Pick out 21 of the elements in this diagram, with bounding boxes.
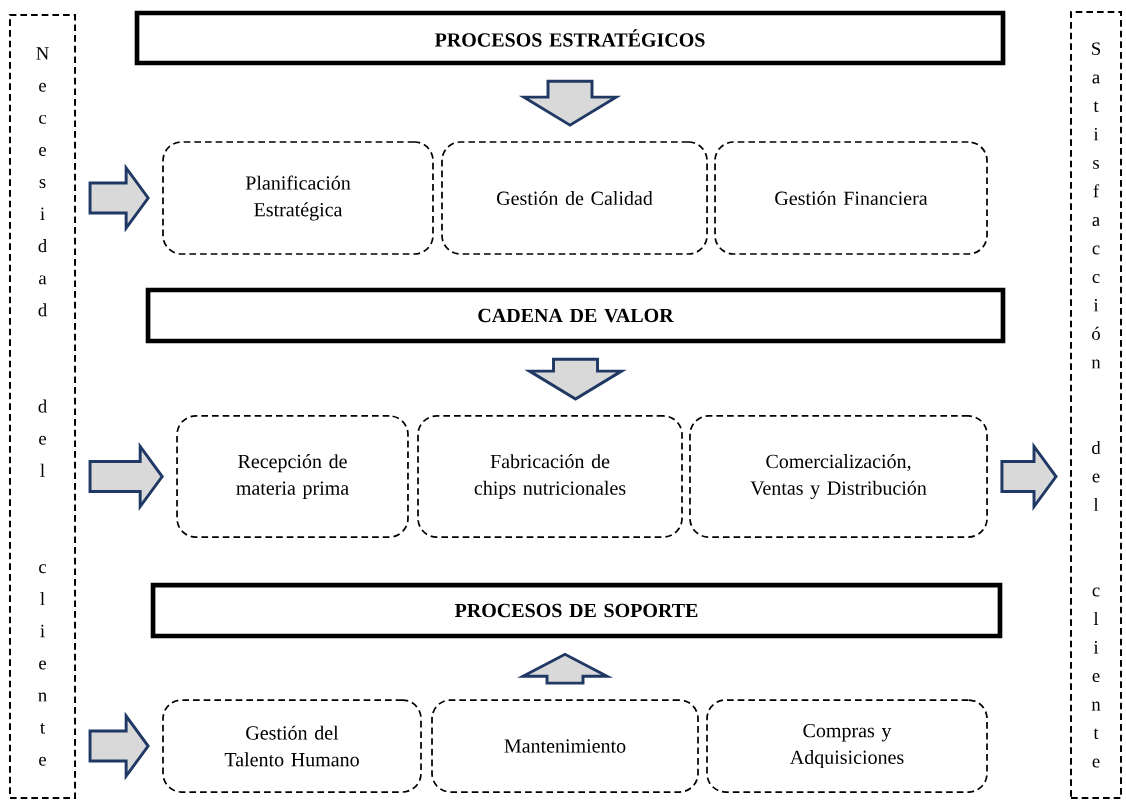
process-box: Gestión de Calidad bbox=[441, 141, 708, 255]
process-box: Gestión Financiera bbox=[714, 141, 988, 255]
side-band: Satisfacción del cliente bbox=[1070, 11, 1122, 799]
process-box: Fabricación de chips nutricionales bbox=[417, 415, 683, 538]
block-arrow bbox=[88, 163, 150, 233]
header-box: PROCESOS DE SOPORTE bbox=[150, 582, 1003, 639]
block-arrow bbox=[517, 652, 613, 685]
header-box: PROCESOS ESTRATÉGICOS bbox=[134, 10, 1006, 66]
process-box: Compras y Adquisiciones bbox=[706, 699, 988, 793]
block-arrow bbox=[88, 711, 150, 781]
process-box: Gestión del Talento Humano bbox=[162, 699, 422, 793]
block-arrow bbox=[88, 442, 164, 511]
process-box: Planificación Estratégica bbox=[162, 141, 434, 255]
header-box: CADENA DE VALOR bbox=[145, 287, 1006, 344]
block-arrow bbox=[524, 357, 627, 401]
block-arrow bbox=[1000, 442, 1058, 511]
side-band: Necesidad del cliente bbox=[8, 14, 77, 799]
process-box: Mantenimiento bbox=[431, 699, 699, 793]
block-arrow bbox=[518, 79, 622, 127]
process-box: Comercialización, Ventas y Distribución bbox=[689, 415, 988, 538]
process-box: Recepción de materia prima bbox=[176, 415, 409, 538]
